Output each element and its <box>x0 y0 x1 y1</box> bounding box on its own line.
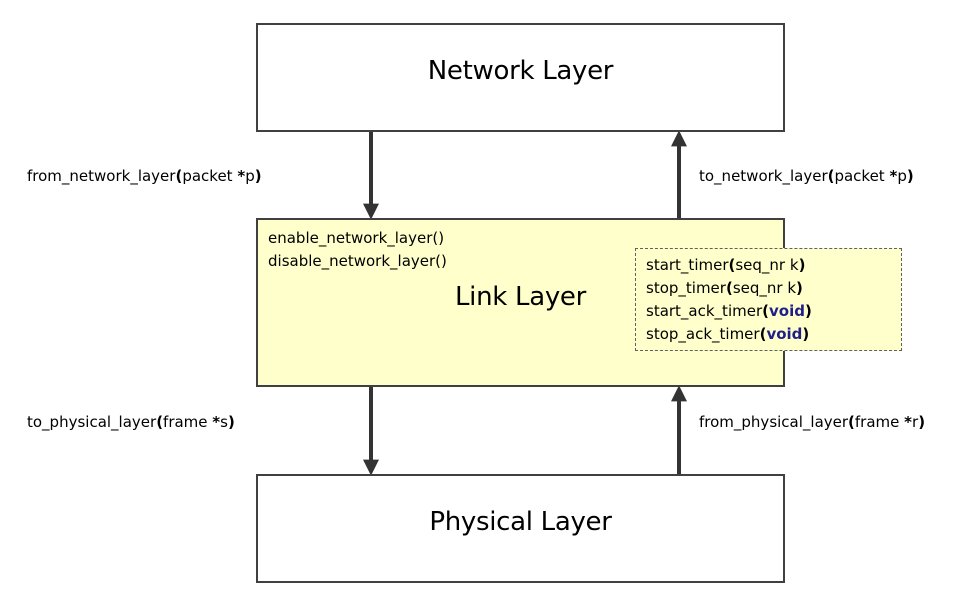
timer-fn: stop_ack_timer(void) <box>646 325 810 343</box>
physical-layer-box: Physical Layer <box>256 474 785 583</box>
physical-layer-title: Physical Layer <box>429 507 612 537</box>
enable-network-layer-fn: enable_network_layer() <box>268 229 445 247</box>
from-network-layer-call: from_network_layer(packet *p) <box>27 167 262 185</box>
from-physical-layer-call: from_physical_layer(frame *r) <box>699 413 926 431</box>
timer-fn: start_timer(seq_nr k) <box>646 256 806 274</box>
to-physical-layer-call: to_physical_layer(frame *s) <box>27 413 235 431</box>
timer-fn: stop_timer(seq_nr k) <box>646 279 803 297</box>
timer-functions-box: start_timer(seq_nr k) stop_timer(seq_nr … <box>635 248 902 351</box>
network-layer-title: Network Layer <box>427 56 614 86</box>
to-network-layer-call: to_network_layer(packet *p) <box>699 167 914 185</box>
network-layer-box: Network Layer <box>256 23 785 132</box>
disable-network-layer-fn: disable_network_layer() <box>268 252 447 270</box>
link-function-list: enable_network_layer() disable_network_l… <box>268 227 447 273</box>
timer-function-list: start_timer(seq_nr k) stop_timer(seq_nr … <box>646 254 812 346</box>
link-layer-title: Link Layer <box>455 282 586 312</box>
timer-fn: start_ack_timer(void) <box>646 302 812 320</box>
